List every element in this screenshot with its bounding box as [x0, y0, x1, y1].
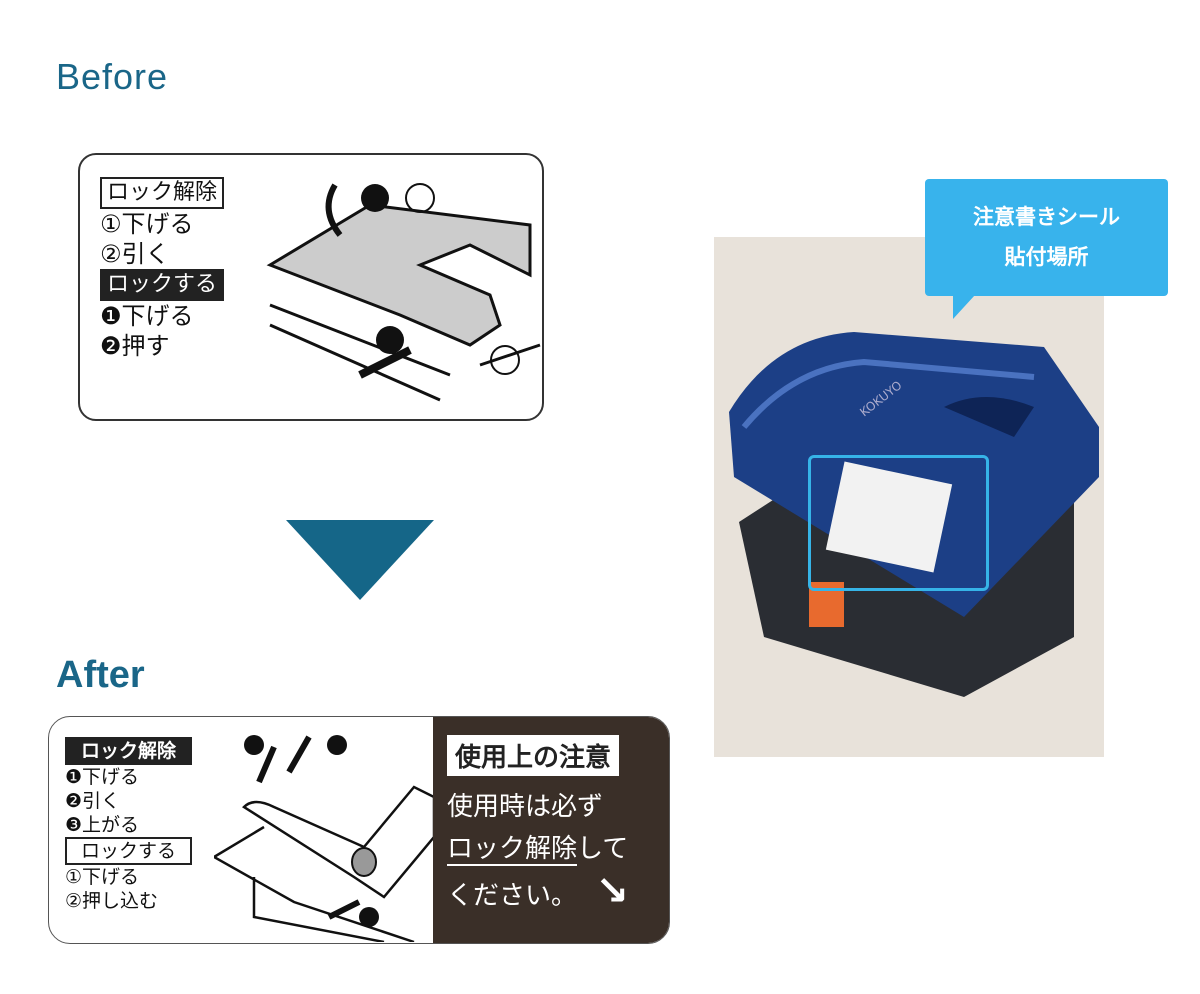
caution-emphasis: ロック解除 [447, 834, 578, 866]
down-arrow-icon [286, 520, 434, 600]
step: ❷押す [100, 332, 170, 360]
callout-text: 注意書きシール [973, 205, 1120, 229]
lock-heading: ロックする [100, 269, 225, 301]
before-title: Before [56, 56, 169, 97]
caution-panel: 使用上の注意 使用時は必ず ロック解除して ください。 ↘ [433, 717, 669, 943]
unlock-heading: ロック解除 [100, 177, 225, 209]
hole-punch-image: KOKUYO [729, 332, 1099, 697]
after-instruction-label: ロック解除 ❶下げる ❷引く ❸上がる ロックする ①下げる ②押し込む 使用上… [48, 716, 670, 944]
caution-heading: 使用上の注意 [447, 735, 620, 776]
caution-line: ください。 [447, 881, 578, 911]
caution-line: 使用時は必ず [447, 792, 604, 822]
sticker-location-highlight [808, 455, 989, 591]
punch-illustration [266, 183, 541, 402]
sticker-location-callout: 注意書きシール 貼付場所 [925, 179, 1168, 296]
lock-heading: ロックする [65, 837, 193, 865]
before-instruction-label: ロック解除 ①下げる ②引く ロックする ❶下げる ❷押す [78, 153, 544, 421]
step: ❸上がる [65, 814, 140, 836]
hole-punch-photo: KOKUYO [714, 237, 1104, 757]
step: ②押し込む [65, 890, 159, 912]
step: ②引く [100, 240, 170, 268]
step: ❶下げる [65, 766, 140, 788]
punch-illustration [214, 735, 434, 942]
step: ①下げる [65, 866, 140, 888]
step: ❶下げる [100, 302, 194, 330]
callout-text: 貼付場所 [1004, 245, 1089, 269]
unlock-heading: ロック解除 [65, 737, 193, 765]
caution-line: して [577, 834, 629, 864]
callout-tail [953, 295, 975, 319]
step: ①下げる [100, 210, 194, 238]
after-title: After [56, 654, 145, 696]
arrow-down-right-icon: ↘ [595, 868, 629, 914]
step: ❷引く [65, 790, 121, 812]
